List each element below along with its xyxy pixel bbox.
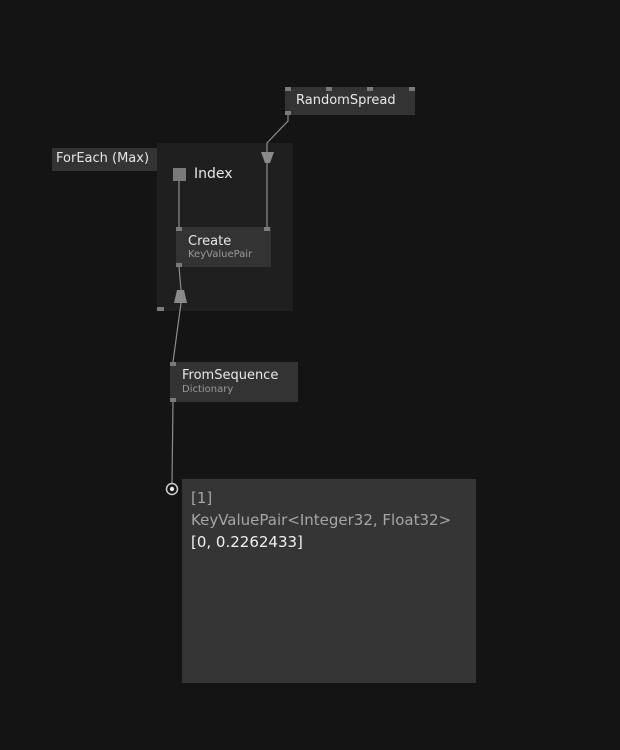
tooltip-value: [0, 0.2262433] [191,533,303,551]
fromsequence-output-pin[interactable] [170,398,176,402]
create-keyvaluepair-node[interactable]: Create KeyValuePair [176,227,271,267]
randomspread-input-pin-1[interactable] [285,87,291,91]
fromsequence-input-pin[interactable] [170,362,176,366]
randomspread-input-pin-3[interactable] [367,87,373,91]
fromsequence-dictionary-node[interactable]: FromSequence Dictionary [170,362,298,402]
create-value-input-pin[interactable] [264,227,270,231]
wire-splicer-to-fromsequence[interactable] [172,302,182,363]
randomspread-title: RandomSpread [296,93,396,108]
randomspread-output-pin[interactable] [285,111,291,115]
tooltip-type: KeyValuePair<Integer32, Float32> [191,511,452,529]
create-subtitle: KeyValuePair [188,249,253,260]
fromsequence-title: FromSequence [182,368,279,383]
fromsequence-subtitle: Dictionary [182,384,234,395]
value-tooltip: [1] KeyValuePair<Integer32, Float32> [0,… [182,479,476,683]
probe-icon[interactable] [165,482,179,496]
create-title: Create [188,234,232,249]
randomspread-input-pin-2[interactable] [326,87,332,91]
wire-fromsequence-to-probe[interactable] [171,401,174,485]
index-pad[interactable] [173,168,186,181]
create-key-input-pin[interactable] [176,227,182,231]
foreach-region-resize-handle[interactable] [157,307,164,311]
randomspread-node[interactable]: RandomSpread [285,87,415,115]
randomspread-input-pin-4[interactable] [409,87,415,91]
foreach-region-label[interactable]: ForEach (Max) [52,148,157,171]
index-pad-label: Index [194,166,233,182]
create-output-pin[interactable] [176,263,182,267]
tooltip-slice-index: [1] [191,489,213,507]
